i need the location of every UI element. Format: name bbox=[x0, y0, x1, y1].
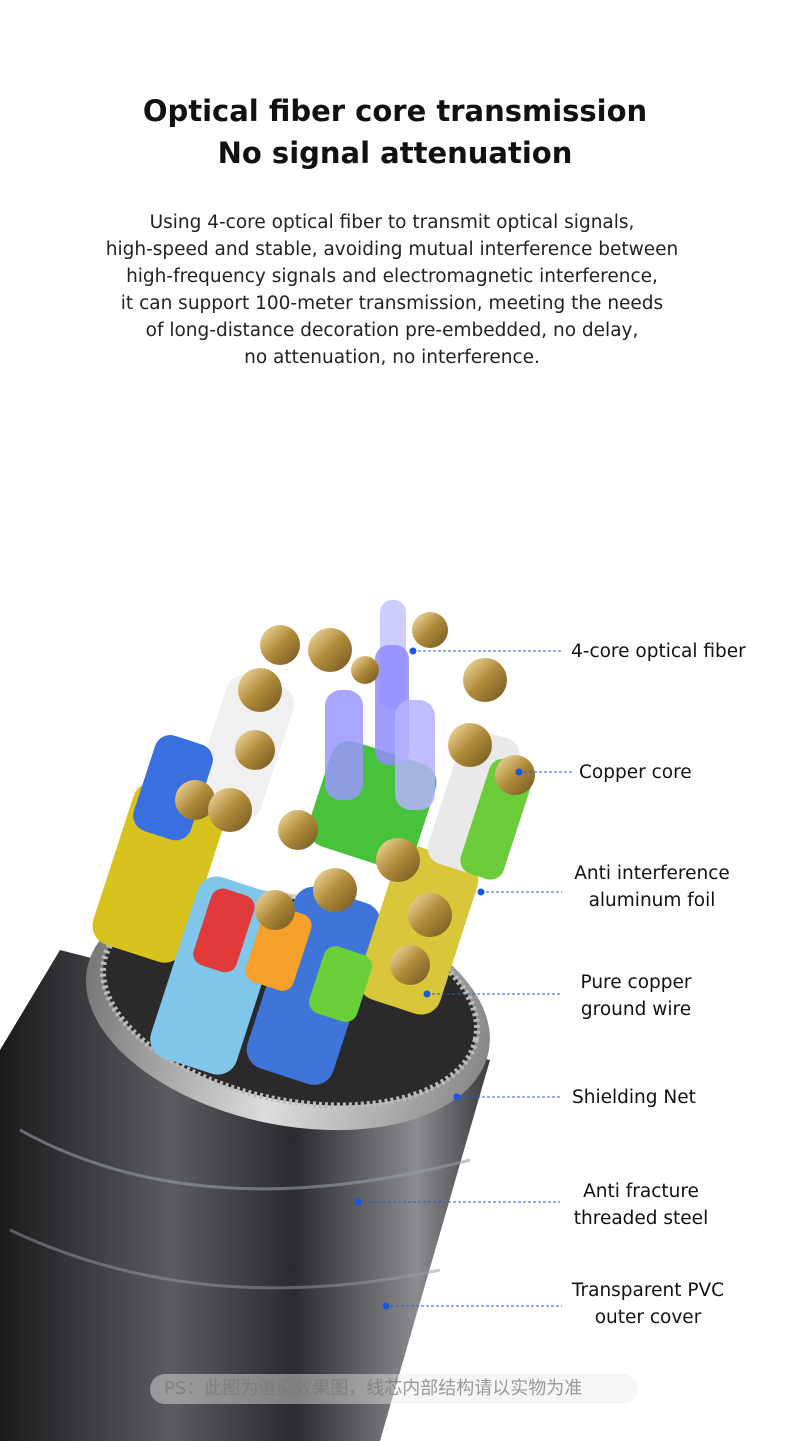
optical-fibers bbox=[325, 600, 435, 810]
callout-threaded-steel: Anti fracture threaded steel bbox=[566, 1178, 716, 1232]
callout-dots bbox=[354, 647, 523, 1310]
callout-line: Pure copper bbox=[580, 972, 692, 993]
description-line: high-speed and stable, avoiding mutual i… bbox=[105, 239, 679, 260]
description: Using 4-core optical fiber to transmit o… bbox=[0, 209, 784, 371]
description-line: of long-distance decoration pre-embedded… bbox=[145, 320, 639, 341]
heading-line-2: No signal attenuation bbox=[217, 136, 573, 170]
render-disclaimer: PS：此图为渲染效果图，线芯内部结构请以实物为准 bbox=[150, 1374, 638, 1404]
description-line: Using 4-core optical fiber to transmit o… bbox=[149, 212, 635, 233]
heading-line-1: Optical fiber core transmission bbox=[142, 94, 648, 128]
description-line: no attenuation, no interference. bbox=[244, 347, 540, 368]
callout-line: ground wire bbox=[580, 999, 692, 1020]
callout-line: Anti interference bbox=[574, 863, 730, 884]
callout-copper-core: Copper core bbox=[579, 762, 692, 783]
description-line: it can support 100-meter transmission, m… bbox=[120, 293, 664, 314]
callout-aluminum-foil: Anti interference aluminum foil bbox=[566, 860, 738, 914]
callout-line: outer cover bbox=[594, 1307, 702, 1328]
wire-cores bbox=[92, 600, 535, 1085]
copper-strands bbox=[175, 612, 535, 985]
callout-line: Transparent PVC bbox=[571, 1280, 725, 1301]
callout-ground-wire: Pure copper ground wire bbox=[566, 969, 706, 1023]
callout-leaders bbox=[358, 650, 572, 1307]
callout-optical-fiber: 4-core optical fiber bbox=[571, 641, 746, 662]
callout-shielding-net: Shielding Net bbox=[572, 1087, 696, 1108]
callout-line: threaded steel bbox=[573, 1208, 709, 1229]
callout-pvc-cover: Transparent PVC outer cover bbox=[566, 1277, 730, 1331]
callout-line: Anti fracture bbox=[583, 1181, 699, 1202]
callout-line: aluminum foil bbox=[588, 890, 716, 911]
description-line: high-frequency signals and electromagnet… bbox=[126, 266, 658, 287]
